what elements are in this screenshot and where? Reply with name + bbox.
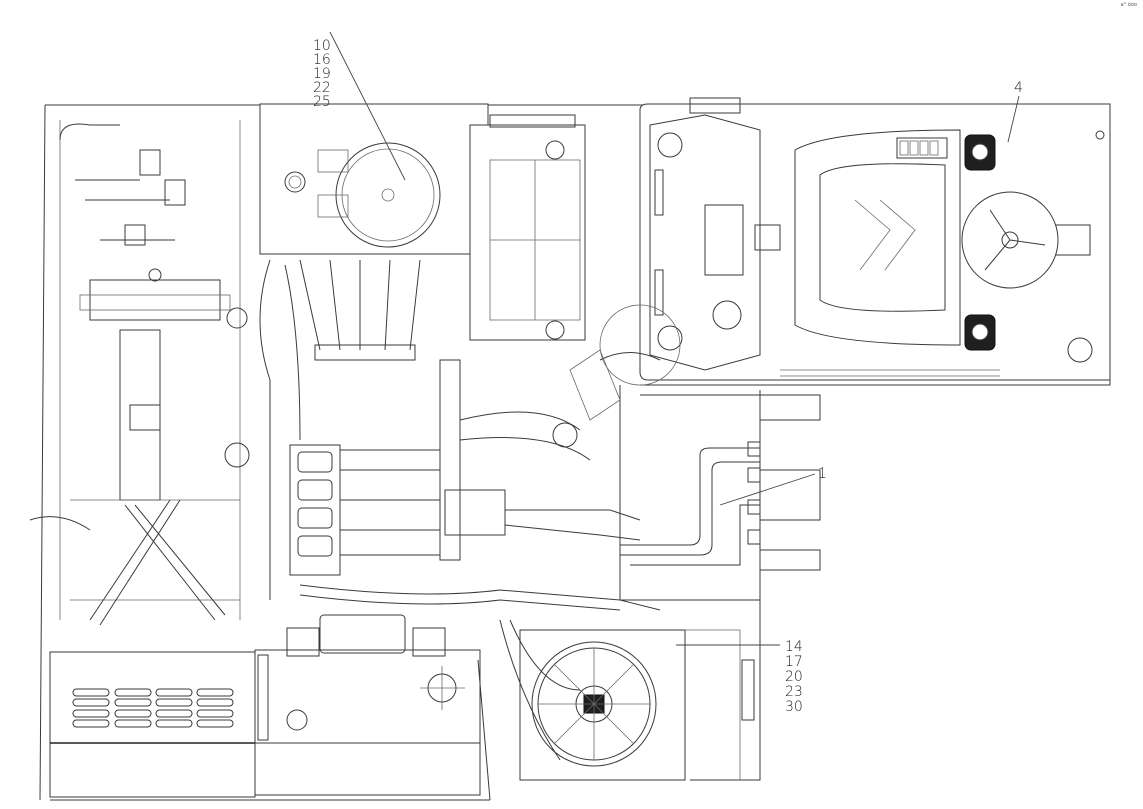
callout-label-30: 30 [785,699,803,715]
vent-slots [72,688,234,728]
callout-group-joystick: 4 [1007,80,1023,143]
callout-label-19: 19 [313,66,331,82]
callout-label-10: 10 [313,38,331,54]
callout-group-pipes: 1 [719,466,827,506]
callout-label-17: 17 [785,654,803,670]
callout-label-25: 25 [313,94,331,110]
callout-label-20: 20 [785,669,803,685]
callout-group-tank: 10 16 19 22 25 [313,31,406,181]
callout-label-1: 1 [818,466,827,482]
engine-hood-panel [49,651,256,798]
corner-mark: a° ooo [1120,2,1137,8]
hydraulic-pipes [620,441,761,566]
hydraulic-tank [259,103,489,255]
leader-line [719,473,816,506]
leader-line [1007,95,1020,143]
callout-label-4: 4 [1014,80,1023,96]
watermark-logo [569,304,681,421]
engine-assembly [29,123,250,626]
callout-label-16: 16 [313,52,331,68]
leader-line [329,31,406,181]
callout-label-22: 22 [313,80,331,96]
callout-label-14: 14 [785,639,803,655]
control-valve-bank [259,259,661,611]
callout-label-23: 23 [785,684,803,700]
callout-group-fan: 14 17 20 23 30 [676,639,803,715]
operator-cab [639,97,1111,381]
fuel-tank [254,614,481,796]
cooling-fan [499,619,755,781]
cooler-panel [469,114,586,341]
